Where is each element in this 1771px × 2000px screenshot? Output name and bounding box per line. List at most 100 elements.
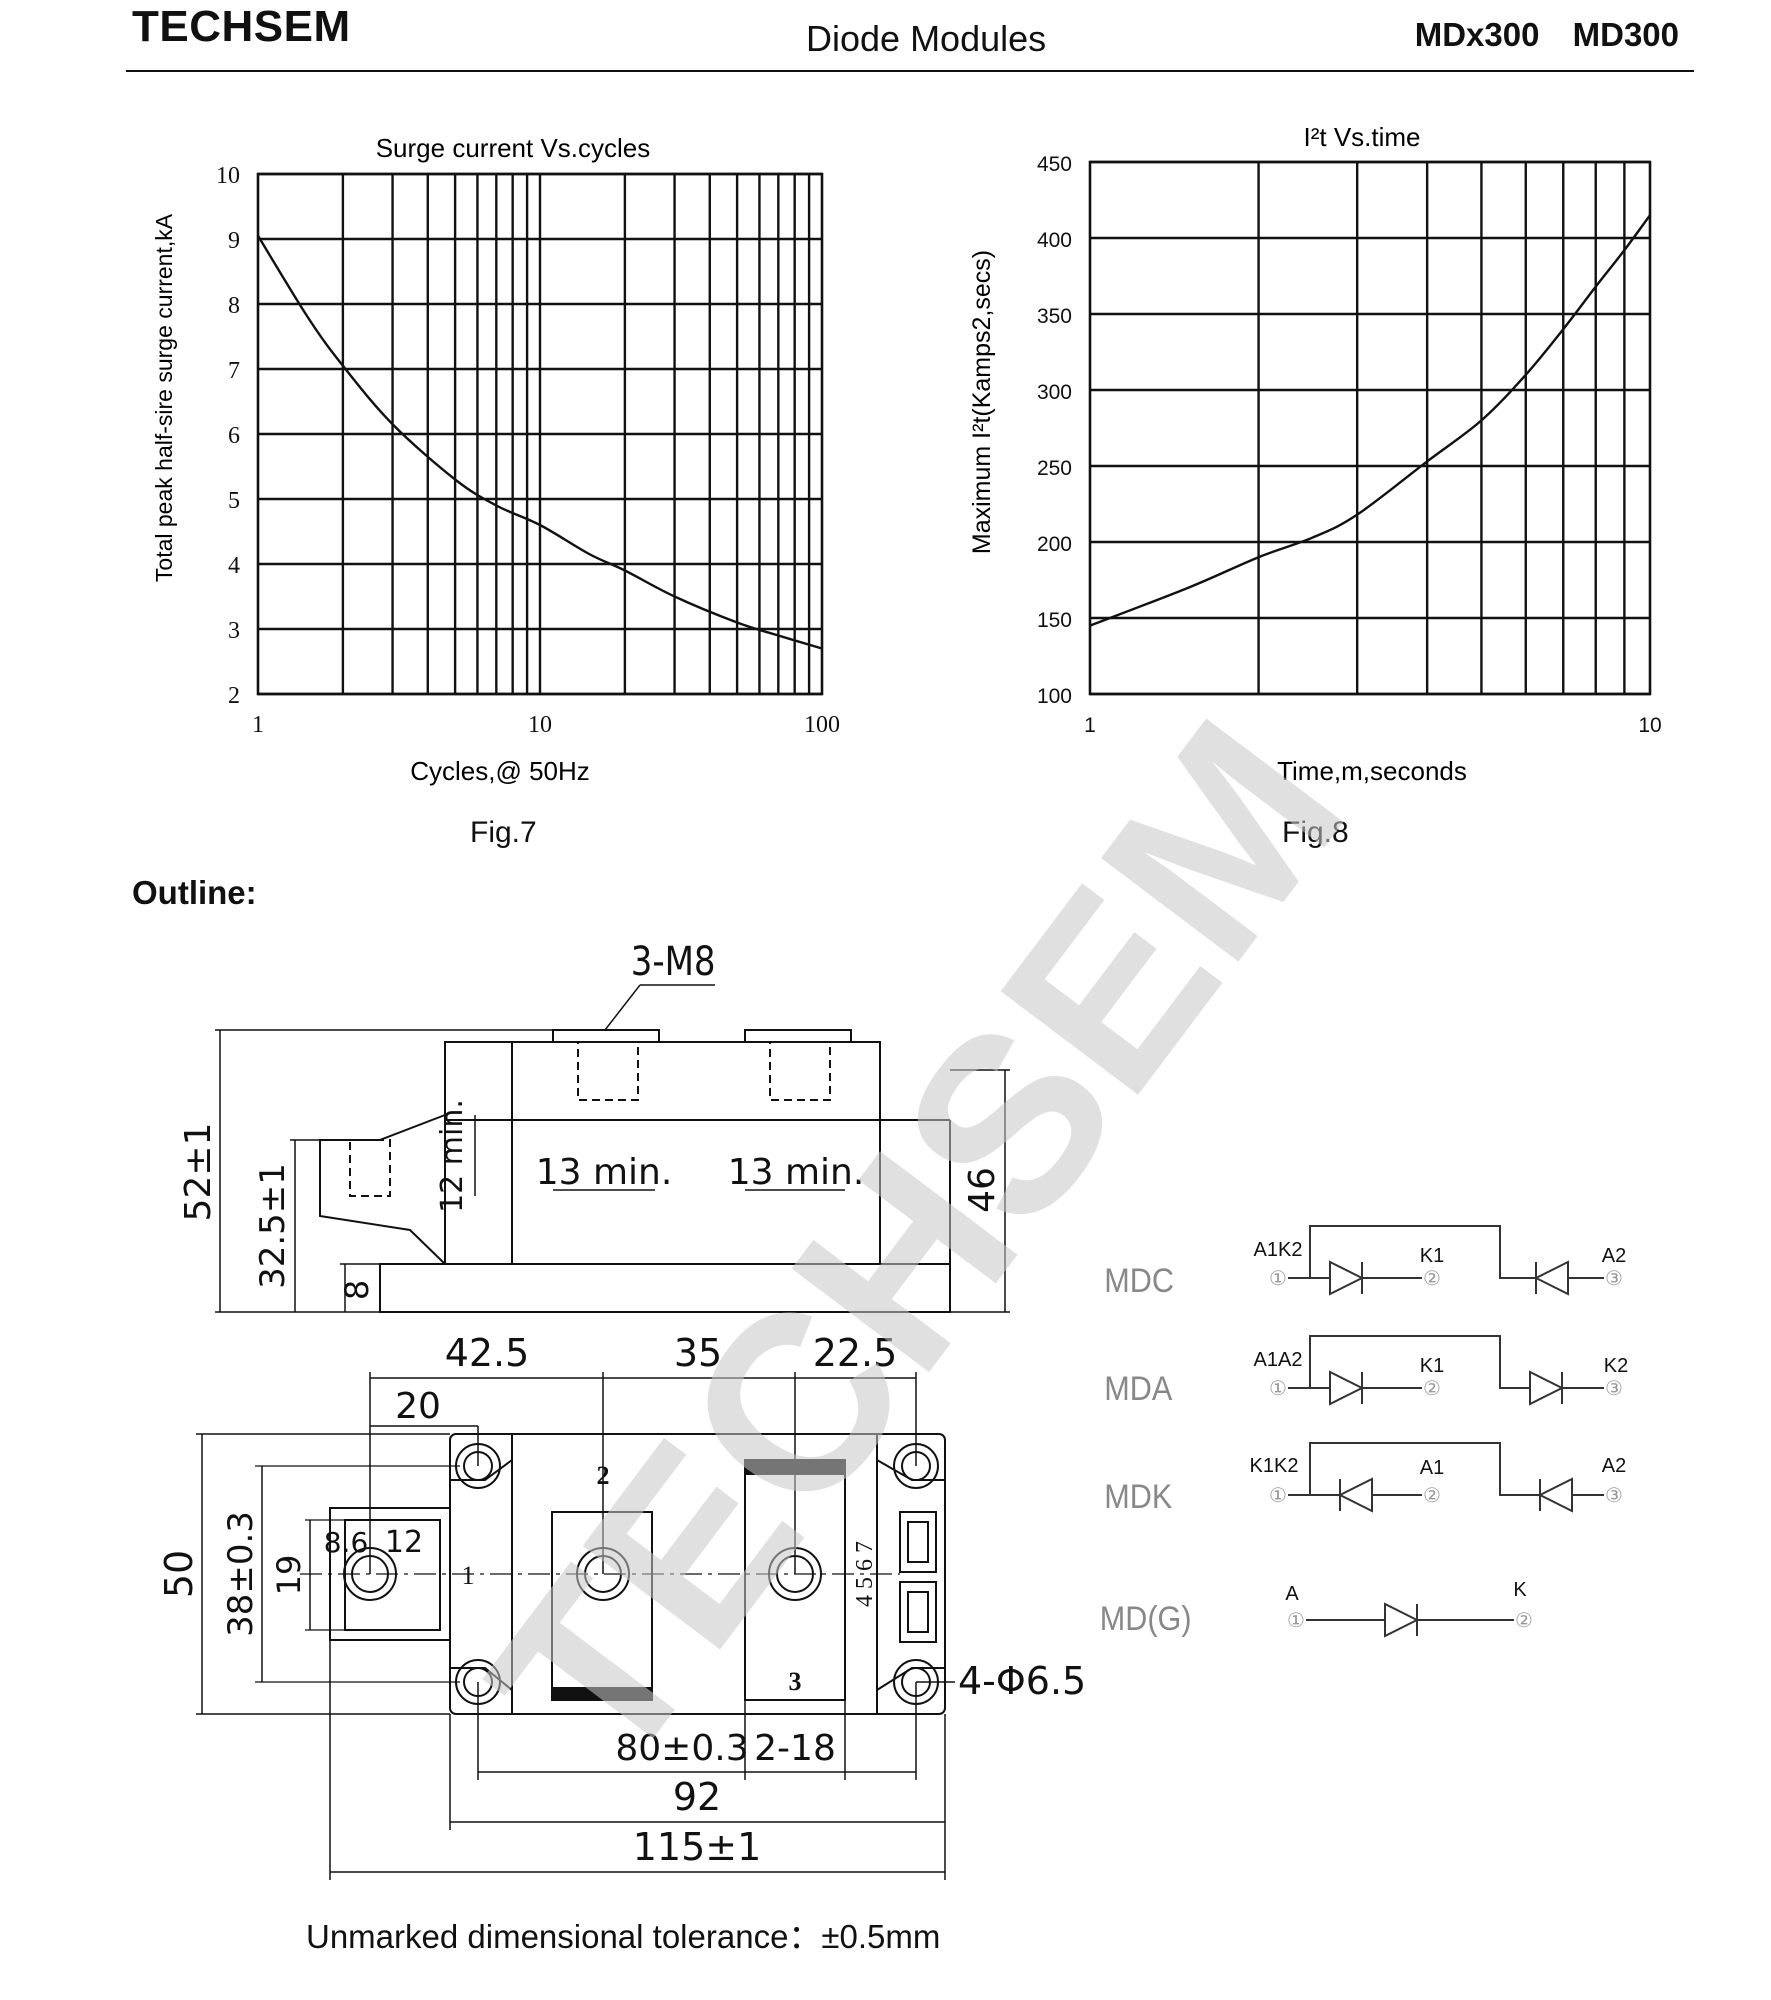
chart2-ytick: 250	[1037, 457, 1072, 480]
circuit-mda-p2: K1	[1420, 1355, 1444, 1377]
chart1-ytick: 8	[228, 293, 240, 319]
dim-20: 20	[395, 1386, 441, 1427]
chart1-ytick: 7	[228, 358, 240, 384]
chart1-frame	[256, 172, 824, 696]
chart2-title: I²t Vs.time	[1303, 122, 1420, 152]
circuit-mdk: MDK K1K2 A1 A2 ① ② ③	[1104, 1442, 1626, 1516]
circuit-mdc-n3: ③	[1605, 1268, 1623, 1290]
circuit-mdc-p1: A1K2	[1254, 1239, 1303, 1261]
circuit-mdc-n2: ②	[1423, 1268, 1441, 1290]
circuit-mdg-n1: ①	[1287, 1610, 1305, 1632]
chart1-ytick: 2	[228, 683, 240, 709]
dim-8-6: 8.6	[324, 1526, 369, 1559]
dim-12-min: 12 min.	[435, 1099, 470, 1213]
chart2-ytick: 450	[1037, 153, 1072, 176]
circuit-mdk-p3: A2	[1602, 1455, 1626, 1477]
document-title: Diode Modules	[806, 18, 1047, 59]
chart2-ytick: 150	[1037, 609, 1072, 632]
circuit-mdg-p2: K	[1513, 1579, 1527, 1601]
circuit-mdk-n3: ③	[1605, 1485, 1623, 1507]
terminal-3-label: 3	[789, 1667, 802, 1696]
dim-50: 50	[157, 1550, 201, 1598]
dim-2-18: 2-18	[754, 1728, 836, 1769]
top-view	[196, 1372, 955, 1880]
chart2-xlabel: Time,m,seconds	[1277, 756, 1467, 786]
part-numbers: MDx300 MD300	[1414, 16, 1679, 53]
chart1-ytick: 9	[228, 228, 240, 254]
outline-title: Outline:	[132, 874, 257, 911]
dim-12: 12	[385, 1525, 423, 1560]
circuit-mda-p3: K2	[1604, 1355, 1628, 1377]
circuit-mda-n1: ①	[1269, 1378, 1287, 1400]
chart2-curve	[1089, 214, 1651, 627]
dim-38: 38±0.3	[221, 1511, 261, 1637]
chart1-xtick: 100	[804, 712, 840, 738]
dim-115: 115±1	[633, 1825, 762, 1869]
aux-pins-label: 4 5 6 7	[852, 1541, 878, 1607]
tolerance-note: Unmarked dimensional tolerance：±0.5mm	[306, 1918, 941, 1955]
circuit-mdg-p1: A	[1285, 1583, 1299, 1605]
circuit-mdg-n2: ②	[1515, 1610, 1533, 1632]
chart2-ytick: 100	[1037, 685, 1072, 708]
dim-35: 35	[674, 1331, 722, 1375]
chart2-xtick: 10	[1638, 714, 1661, 737]
brand-name: TECHSEM	[132, 2, 351, 51]
terminal-1-label: 1	[462, 1561, 475, 1590]
fig7-label: Fig.7	[470, 816, 537, 849]
circuit-mdk-name: MDK	[1104, 1478, 1172, 1516]
circuit-mdk-p1: K1K2	[1250, 1455, 1299, 1477]
circuit-mdk-p2: A1	[1420, 1457, 1444, 1479]
dim-19: 19	[270, 1555, 308, 1596]
chart2-ytick: 200	[1037, 533, 1072, 556]
dim-80: 80±0.3	[615, 1728, 748, 1769]
circuit-mdc: MDC A1K2 K1 A2 ① ② ③	[1104, 1225, 1626, 1300]
dim-92: 92	[673, 1775, 721, 1819]
chart1-ytick: 5	[228, 488, 240, 514]
chart1-ytick: 3	[228, 618, 240, 644]
dim-46: 46	[962, 1167, 1003, 1213]
dim-32-5: 32.5±1	[253, 1163, 293, 1289]
chart1-title: Surge current Vs.cycles	[376, 133, 651, 163]
chart2-frame	[1088, 160, 1652, 696]
chart1-xlabel: Cycles,@ 50Hz	[410, 756, 590, 786]
dim-8: 8	[338, 1280, 376, 1300]
circuit-mdk-n2: ②	[1423, 1485, 1441, 1507]
circuit-mda: MDA A1A2 K1 K2 ① ② ③	[1104, 1335, 1628, 1408]
chart1-xtick: 1	[252, 712, 264, 738]
chart1-ylabel: Total peak half-sire surge current,kA	[151, 213, 177, 582]
circuit-mdg-name: MD(G)	[1100, 1600, 1192, 1638]
chart2-xtick: 1	[1084, 714, 1096, 737]
dim-42-5: 42.5	[445, 1331, 530, 1375]
chart1-curve	[256, 235, 823, 650]
terminal-2-label: 2	[597, 1461, 610, 1490]
circuit-mdc-p3: A2	[1602, 1245, 1626, 1267]
circuit-mdc-n1: ①	[1269, 1268, 1287, 1290]
chart2-ytick: 350	[1037, 305, 1072, 328]
circuit-mda-n3: ③	[1605, 1378, 1623, 1400]
dim-52: 52±1	[178, 1123, 219, 1222]
dim-22-5: 22.5	[813, 1331, 898, 1375]
circuit-mda-name: MDA	[1104, 1370, 1172, 1408]
header-rule	[126, 70, 1694, 72]
chart1-ytick: 6	[228, 423, 240, 449]
circuit-mdc-p2: K1	[1420, 1245, 1444, 1267]
circuit-mdg: MD(G) A K ① ②	[1100, 1579, 1533, 1638]
dim-13-min-a: 13 min.	[536, 1152, 673, 1193]
holes-label: 4-Φ6.5	[958, 1659, 1086, 1703]
chart1-ytick: 10	[216, 163, 240, 189]
circuit-mdc-name: MDC	[1104, 1262, 1174, 1300]
chart2-ytick: 400	[1037, 229, 1072, 252]
circuit-mda-p1: A1A2	[1254, 1349, 1303, 1371]
chart1-ytick: 4	[228, 553, 240, 579]
circuit-mda-n2: ②	[1423, 1378, 1441, 1400]
chart1-xtick: 10	[528, 712, 552, 738]
fig8-label: Fig.8	[1282, 816, 1349, 849]
circuit-mdk-n1: ①	[1269, 1485, 1287, 1507]
thread-label: 3-M8	[631, 938, 716, 984]
chart2-ytick: 300	[1037, 381, 1072, 404]
